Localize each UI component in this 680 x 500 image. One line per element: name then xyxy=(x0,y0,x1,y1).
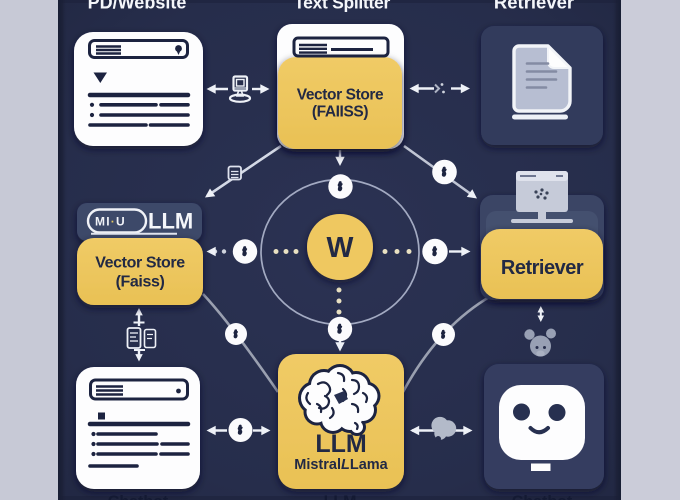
svg-text:LLM: LLM xyxy=(148,209,193,234)
svg-text:Vector Store: Vector Store xyxy=(95,255,185,272)
svg-text:LLM: LLM xyxy=(324,494,357,500)
svg-text:(FAIISS): (FAIISS) xyxy=(312,104,368,121)
svg-text:Chatbot: Chatbot xyxy=(108,494,169,500)
svg-text:Retriever: Retriever xyxy=(501,257,584,279)
svg-text:Chatbot: Chatbot xyxy=(512,494,573,500)
svg-text:MI·U: MI·U xyxy=(95,215,126,229)
svg-text:(Faiss): (Faiss) xyxy=(116,274,165,291)
svg-text:Retriever: Retriever xyxy=(494,0,574,13)
svg-text:Vector Store: Vector Store xyxy=(297,87,384,104)
svg-text:LLM: LLM xyxy=(315,430,366,458)
svg-text:PD/Website: PD/Website xyxy=(88,0,187,13)
svg-text:MistralLLama: MistralLLama xyxy=(294,457,388,473)
svg-text:W: W xyxy=(327,232,354,264)
svg-text:Text Splitter: Text Splitter xyxy=(294,0,390,13)
